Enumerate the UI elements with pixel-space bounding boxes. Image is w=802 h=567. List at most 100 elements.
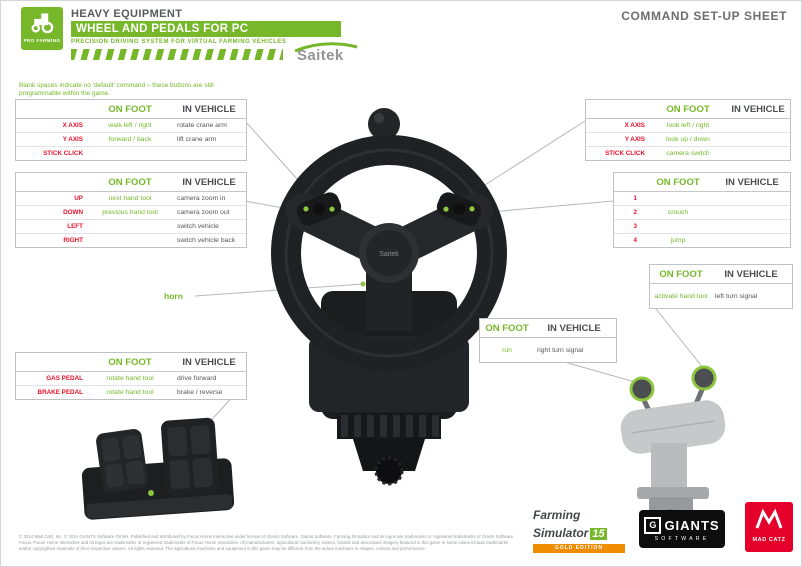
on-foot-header: ON FOOT xyxy=(108,176,152,188)
in-vehicle-value: lift crane arm xyxy=(177,136,217,143)
in-vehicle-header: IN VEHICLE xyxy=(182,103,236,115)
in-vehicle-value: brake / reverse xyxy=(177,389,223,396)
table-row: 2 crouch xyxy=(614,206,790,220)
table-header: ON FOOT IN VEHICLE xyxy=(480,319,616,338)
pedal-base-front xyxy=(86,494,233,519)
pedals-illustration xyxy=(81,417,235,520)
in-vehicle-value: right turn signal xyxy=(537,346,584,354)
left-paddle-table: ON FOOT IN VEHICLE run right turn signal xyxy=(479,318,617,363)
table-row: BRAKE PEDAL rotate hand tool brake / rever… xyxy=(16,386,246,399)
in-vehicle-header: IN VEHICLE xyxy=(725,176,779,188)
in-vehicle-value xyxy=(716,212,788,214)
giants-g-icon: G xyxy=(644,516,662,534)
on-foot-header: ON FOOT xyxy=(659,268,703,280)
table-header: ON FOOT IN VEHICLE xyxy=(16,353,246,372)
shifter-column xyxy=(651,443,687,491)
on-foot-value: forward / back xyxy=(108,136,152,143)
label-header-spacer xyxy=(586,108,648,110)
right-paddle-table: ON FOOT IN VEHICLE activate hand tool lef… xyxy=(649,264,793,309)
on-foot-value xyxy=(640,226,716,228)
on-foot-value: activate hand tool xyxy=(654,292,708,300)
horn-button xyxy=(366,230,412,276)
control-label: BRAKE PEDAL xyxy=(37,389,83,396)
control-label: X AXIS xyxy=(624,122,645,129)
table-header: ON FOOT IN VEHICLE xyxy=(650,265,792,284)
table-header: ON FOOT IN VEHICLE xyxy=(586,100,790,119)
in-vehicle-value xyxy=(174,153,244,155)
on-foot-header: ON FOOT xyxy=(656,176,700,188)
in-vehicle-header: IN VEHICLE xyxy=(724,268,778,280)
page-title: WHEEL AND PEDALS FOR PC xyxy=(71,21,341,37)
in-vehicle-value: camera zoom out xyxy=(177,209,230,216)
in-vehicle-value: rotate crane arm xyxy=(177,122,227,129)
table-body: run right turn signal xyxy=(480,338,616,362)
table-row: 3 xyxy=(614,220,790,234)
on-foot-value: run xyxy=(502,346,512,354)
programmable-note: Blank spaces indicate no 'default' comma… xyxy=(19,82,214,98)
on-foot-value xyxy=(86,153,174,155)
table-row: 1 xyxy=(614,192,790,206)
in-vehicle-header: IN VEHICLE xyxy=(731,103,785,115)
label-header-spacer xyxy=(614,181,640,183)
table-clamp xyxy=(353,439,425,471)
farming-simulator-name: Farming Simulator xyxy=(533,508,589,540)
control-label: GAS PEDAL xyxy=(46,375,83,382)
horn-label: horn xyxy=(164,291,183,301)
hub-brand-label: Saitek xyxy=(379,251,399,258)
table-header: ON FOOT IN VEHICLE xyxy=(16,173,246,192)
label-header-spacer xyxy=(16,361,86,363)
control-label: Y AXIS xyxy=(624,136,645,143)
on-foot-value: next hand tool xyxy=(108,195,152,202)
in-vehicle-value: switch vehicle back xyxy=(177,237,236,244)
table-row: Y AXIS forward / back lift crane arm xyxy=(16,133,246,147)
brake-pedal xyxy=(96,428,148,493)
mad-catz-logo: MAD CATZ xyxy=(745,502,793,552)
saitek-swoosh-icon xyxy=(294,42,358,53)
on-foot-value: crouch xyxy=(667,209,689,216)
mad-catz-glyph-icon xyxy=(755,508,783,529)
in-vehicle-header: IN VEHICLE xyxy=(182,176,236,188)
pro-farming-badge: PRO FARMING xyxy=(21,7,63,50)
on-foot-value: camera switch xyxy=(666,150,710,157)
vent-teeth xyxy=(341,415,439,437)
table-row: run right turn signal xyxy=(480,338,616,362)
eyebrow-title: HEAVY EQUIPMENT xyxy=(71,8,183,20)
farming-simulator-ribbon: GOLD EDITION xyxy=(533,544,625,553)
control-label: 2 xyxy=(633,209,637,216)
control-label: X AXIS xyxy=(62,122,83,129)
on-foot-value: look up / down xyxy=(666,136,710,143)
control-label: 4 xyxy=(633,237,637,244)
on-foot-header: ON FOOT xyxy=(666,103,710,115)
page-subtitle: PRECISION DRIVING SYSTEM FOR VIRTUAL FAR… xyxy=(71,39,287,45)
control-label: DOWN xyxy=(63,209,83,216)
giants-software-logo: G GIANTS SOFTWARE xyxy=(639,510,725,548)
on-foot-header: ON FOOT xyxy=(108,356,152,368)
giants-subtitle: SOFTWARE xyxy=(654,535,710,542)
on-foot-value xyxy=(86,226,174,228)
in-vehicle-value: left turn signal xyxy=(715,292,758,300)
on-foot-value: rotate hand tool xyxy=(106,389,154,396)
on-foot-header: ON FOOT xyxy=(108,103,152,115)
shifter-clamp xyxy=(649,497,693,513)
control-label: Y AXIS xyxy=(62,136,83,143)
hazard-stripes xyxy=(71,49,283,60)
in-vehicle-value xyxy=(728,125,788,127)
in-vehicle-value xyxy=(716,226,788,228)
gas-pedal xyxy=(161,417,220,497)
in-vehicle-value xyxy=(716,240,788,242)
in-vehicle-value xyxy=(728,139,788,141)
in-vehicle-value: drive forward xyxy=(177,375,217,382)
shifter-illustration xyxy=(620,365,726,523)
